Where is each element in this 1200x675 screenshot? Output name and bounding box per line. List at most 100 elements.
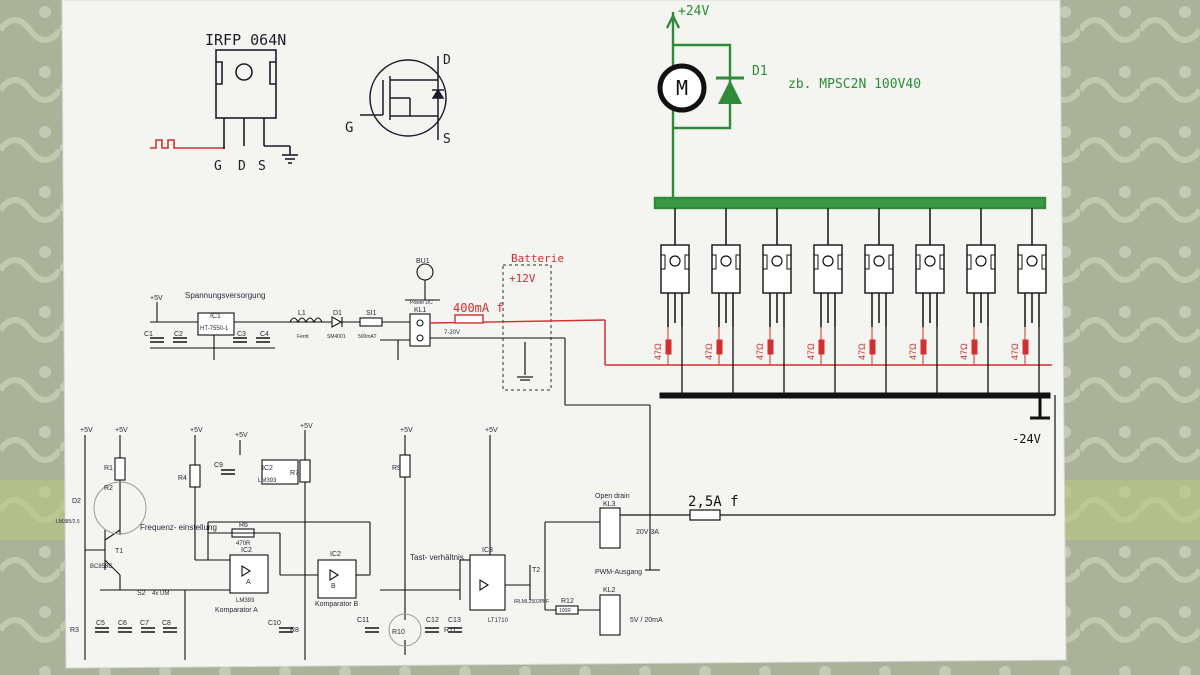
svg-text:47Ω: 47Ω [1010, 343, 1020, 360]
svg-text:R10: R10 [392, 629, 405, 636]
svg-text:R6: R6 [239, 522, 248, 529]
svg-text:7-20V: 7-20V [444, 330, 460, 336]
svg-text:500mAT: 500mAT [358, 334, 377, 340]
resistor-value-labels: 47Ω 47Ω 47Ω 47Ω 47Ω 47Ω 47Ω 47Ω [653, 343, 1020, 360]
svg-text:IC2: IC2 [262, 465, 273, 472]
motor-symbol: M [676, 76, 688, 100]
battery-voltage: +12V [509, 272, 536, 285]
svg-text:KL3: KL3 [603, 501, 616, 508]
svg-text:47Ω: 47Ω [806, 343, 816, 360]
svg-text:Tast- verhältnis: Tast- verhältnis [410, 553, 464, 562]
svg-text:LM393: LM393 [236, 598, 255, 604]
svg-text:R9: R9 [392, 465, 401, 472]
freq-pot-circle [93, 481, 147, 535]
load-wire [620, 395, 1056, 521]
svg-text:C4: C4 [260, 331, 269, 338]
svg-text:C8: C8 [162, 620, 171, 627]
svg-text:C6: C6 [118, 620, 127, 627]
battery-title: Batterie [511, 252, 564, 265]
svg-text:Power DC: Power DC [410, 300, 433, 306]
svg-text:SI1: SI1 [366, 310, 377, 317]
pin-label-g: G [214, 159, 222, 174]
svg-text:KL1: KL1 [414, 307, 427, 314]
svg-text:4x UM: 4x UM [152, 591, 169, 597]
svg-text:A: A [246, 579, 251, 586]
svg-text:470R: 470R [236, 541, 251, 547]
svg-text:C3: C3 [237, 331, 246, 338]
svg-text:C1: C1 [144, 331, 153, 338]
svg-text:R1: R1 [104, 465, 113, 472]
pin-label-s: S [258, 159, 266, 174]
svg-text:R8: R8 [290, 627, 299, 634]
svg-text:C2: C2 [174, 331, 183, 338]
svg-text:C13: C13 [448, 617, 461, 624]
mosfet-package-sketch [215, 49, 298, 164]
svg-text:R7: R7 [290, 470, 299, 477]
svg-text:+5V: +5V [400, 427, 413, 434]
fuse-main-label: 400mA f [453, 301, 504, 315]
ground-load-label: -24V [1012, 432, 1041, 446]
svg-text:C5: C5 [96, 620, 105, 627]
svg-text:BC858C: BC858C [90, 564, 113, 570]
svg-text:LM385/2.5: LM385/2.5 [56, 519, 80, 525]
svg-text:BU1: BU1 [416, 258, 430, 265]
svg-text:HT-7550-1: HT-7550-1 [200, 326, 229, 332]
battery-ground-icon [517, 342, 533, 381]
symbol-drain-label: D [443, 53, 451, 68]
svg-text:C7: C7 [140, 620, 149, 627]
svg-text:SM4001: SM4001 [327, 334, 346, 340]
svg-text:100R: 100R [559, 608, 571, 614]
svg-text:R4: R4 [178, 475, 187, 482]
motor-icon [657, 63, 707, 113]
svg-text:20V 3A: 20V 3A [636, 529, 659, 536]
svg-text:IRLML2502PbF: IRLML2502PbF [514, 599, 549, 605]
svg-text:B: B [331, 583, 336, 590]
svg-text:Komparator B: Komparator B [315, 601, 359, 608]
mosfet-array [660, 208, 1047, 328]
svg-text:PWM-Ausgang: PWM-Ausgang [595, 569, 642, 576]
power-supply-section [150, 263, 651, 505]
svg-text:C9: C9 [214, 462, 223, 469]
svg-text:R12: R12 [561, 598, 574, 605]
svg-text:Komparator A: Komparator A [215, 607, 258, 614]
gate-resistors [604, 320, 1052, 366]
svg-text:+5V: +5V [300, 423, 313, 430]
supply-top-label: +24V [678, 4, 709, 19]
svg-text:Frequenz- einstellung: Frequenz- einstellung [140, 523, 217, 532]
svg-text:IC3: IC3 [482, 547, 493, 554]
svg-text:IC2: IC2 [241, 547, 252, 554]
svg-text:Ferrit: Ferrit [297, 334, 309, 340]
svg-text:IC2: IC2 [330, 551, 341, 558]
duty-pot-circle [388, 613, 422, 647]
svg-text:C12: C12 [426, 617, 439, 624]
svg-text:D1: D1 [333, 310, 342, 317]
svg-text:KL2: KL2 [603, 587, 616, 594]
svg-text:+5V: +5V [485, 427, 498, 434]
svg-text:47Ω: 47Ω [908, 343, 918, 360]
svg-text:T1: T1 [115, 548, 123, 555]
svg-text:Open drain: Open drain [595, 493, 630, 500]
svg-text:+5V: +5V [115, 427, 128, 434]
svg-text:IC1: IC1 [210, 313, 221, 320]
symbol-gate-label: G [345, 120, 353, 136]
svg-text:L1: L1 [298, 310, 306, 317]
diode-name: D1 [752, 64, 768, 79]
diode-icon [716, 76, 744, 104]
svg-text:D2: D2 [72, 498, 81, 505]
svg-text:S2: S2 [137, 590, 146, 597]
pwm-signal-sketch [150, 139, 225, 149]
control-labels: +5V +5V +5V +5V +5V +5V +5V R1 R2 R3 R4 … [56, 423, 663, 636]
supply-red-wire [429, 314, 606, 324]
mosfet-symbol [360, 56, 447, 140]
symbol-source-label: S [443, 132, 451, 147]
svg-text:+5V: +5V [190, 427, 203, 434]
svg-text:LT1710: LT1710 [488, 618, 509, 624]
source-bus [659, 327, 1051, 420]
svg-text:47Ω: 47Ω [653, 343, 663, 360]
diode-note: zb. MPSC2N 100V40 [788, 77, 921, 92]
svg-text:47Ω: 47Ω [704, 343, 714, 360]
svg-text:5V / 20mA: 5V / 20mA [630, 617, 663, 624]
control-circuit-wiring [84, 430, 660, 660]
svg-text:47Ω: 47Ω [857, 343, 867, 360]
